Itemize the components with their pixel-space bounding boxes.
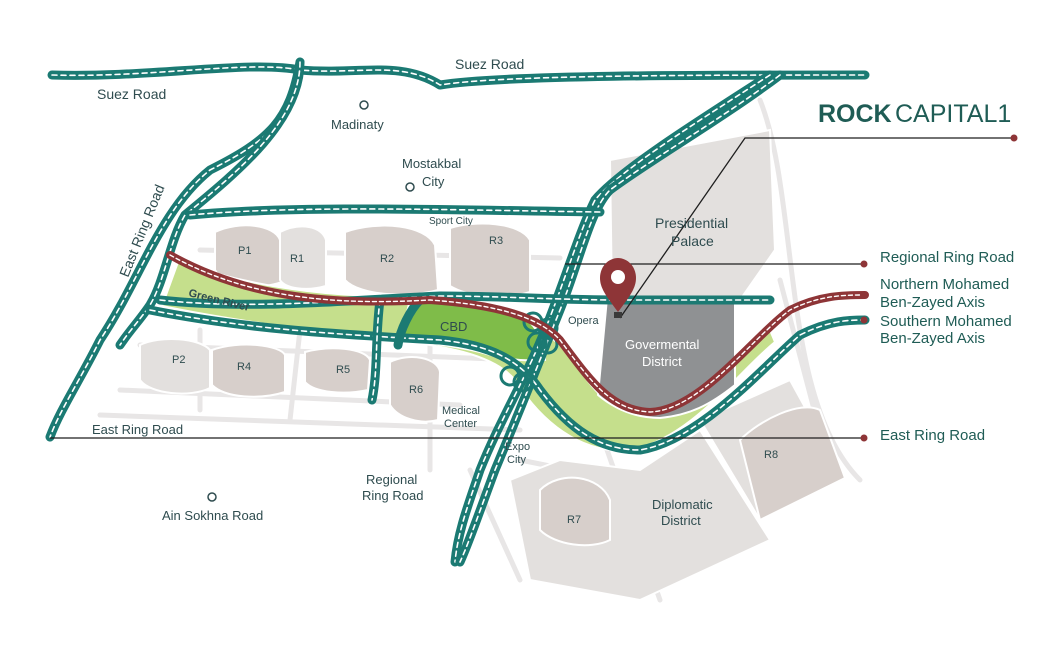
east-ring-low-label: East Ring Road	[92, 422, 183, 437]
ain-sokhna-label: Ain Sokhna Road	[162, 508, 263, 523]
ain-sokhna-marker-icon	[207, 492, 217, 502]
zone-r2-label: R2	[380, 253, 394, 265]
legend-southern-axis-1: Southern Mohamed	[880, 313, 1012, 330]
brand-suffix: CAPITAL1	[895, 100, 1011, 128]
zone-p1-label: P1	[238, 245, 251, 257]
legend-dot-southern	[860, 316, 868, 324]
presidential-label-1: Presidential	[655, 215, 728, 231]
sport-city-label: Sport City	[429, 216, 473, 227]
mostakbal-label-1: Mostakbal	[402, 156, 461, 171]
madinaty-label: Madinaty	[331, 117, 384, 132]
zone-r3-label: R3	[489, 235, 503, 247]
cbd-label: CBD	[440, 319, 467, 334]
expo-label-2: City	[507, 454, 526, 466]
legend: Regional Ring Road Northern Mohamed Ben-…	[880, 249, 1014, 444]
legend-regional-ring: Regional Ring Road	[880, 249, 1014, 266]
legend-dot-regional	[860, 260, 868, 268]
governmental-label-1: Govermental	[625, 337, 700, 352]
presidential-label-2: Palace	[671, 233, 714, 249]
mostakbal-marker-icon	[405, 182, 415, 192]
governmental-label-2: District	[642, 354, 682, 369]
medical-label-1: Medical	[442, 405, 480, 417]
madinaty-marker-icon	[359, 100, 369, 110]
regional-ring-label-2: Ring Road	[362, 488, 423, 503]
legend-southern-axis-2: Ben-Zayed Axis	[880, 330, 985, 347]
brand-logo: ROCK CAPITAL1	[818, 100, 1011, 128]
zone-r1-label: R1	[290, 253, 304, 265]
zone-r5-label: R5	[336, 364, 350, 376]
legend-dot-east	[860, 434, 868, 442]
diplomatic-label-1: Diplomatic	[652, 497, 713, 512]
zone-r7-label: R7	[567, 514, 581, 526]
medical-label-2: Center	[444, 418, 477, 430]
highways	[45, 57, 870, 567]
expo-label-1: Expo	[505, 441, 530, 453]
legend-northern-axis-1: Northern Mohamed	[880, 276, 1009, 293]
legend-northern-axis-2: Ben-Zayed Axis	[880, 294, 985, 311]
brand-prefix: ROCK	[818, 100, 892, 128]
legend-east-ring: East Ring Road	[880, 427, 985, 444]
mostakbal-label-2: City	[422, 174, 445, 189]
location-pin-icon[interactable]	[600, 258, 636, 318]
regional-ring-label-1: Regional	[366, 472, 417, 487]
zones	[139, 128, 847, 602]
opera-label: Opera	[568, 315, 599, 327]
zone-p2-label: P2	[172, 354, 185, 366]
zone-r6-label: R6	[409, 384, 423, 396]
diplomatic-label-2: District	[661, 513, 701, 528]
legend-dot-northern	[860, 291, 868, 299]
brand-dot	[1010, 134, 1018, 142]
suez-road-top-label: Suez Road	[455, 56, 524, 72]
zone-r4-label: R4	[237, 361, 251, 373]
zone-r8-label: R8	[764, 449, 778, 461]
suez-road-left-label: Suez Road	[97, 86, 166, 102]
